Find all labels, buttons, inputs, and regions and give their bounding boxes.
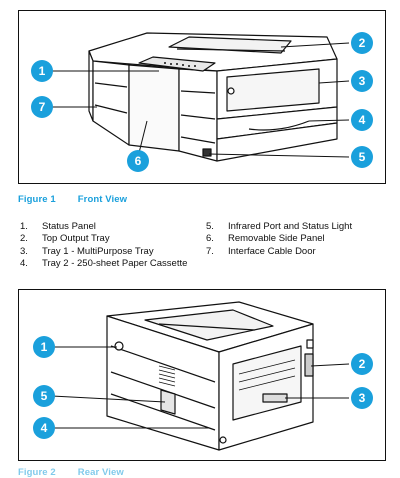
figure-2-label: Figure 2: [18, 467, 56, 478]
legend-item-text: Removable Side Panel: [228, 233, 325, 245]
legend-item-number: 3.: [20, 245, 28, 257]
legend-item-number: 5.: [206, 221, 214, 232]
legend-item-text: Infrared Port and Status Light: [228, 221, 353, 232]
rear-view-figure: 1 2 3 4 5: [18, 289, 386, 461]
front-callout-2: 2: [351, 32, 373, 54]
legend-list-left: 1. Status Panel 2. Top Output Tray 3. Tray …: [20, 221, 187, 270]
figure-1-caption: Figure 1 Front View: [18, 194, 127, 205]
figure-2-title: Rear View: [77, 467, 124, 478]
front-callout-7: 7: [31, 96, 53, 118]
legend-item: 3. Tray 1 - MultiPurpose Tray: [20, 246, 187, 258]
legend-item-text: Top Output Tray: [42, 233, 110, 245]
legend-item-text: Tray 1 - MultiPurpose Tray: [42, 245, 154, 257]
rear-callout-5: 5: [33, 385, 55, 407]
legend-item: 6. Removable Side Panel: [206, 233, 352, 245]
front-callout-1: 1: [31, 60, 53, 82]
legend-item: 4. Tray 2 - 250-sheet Paper Cassette: [20, 258, 187, 270]
legend-item: 2. Top Output Tray: [20, 233, 187, 245]
legend-item-text: Interface Cable Door: [228, 245, 316, 257]
legend-item-text: Tray 2 - 250-sheet Paper Cassette: [42, 257, 188, 269]
front-callout-5: 5: [351, 146, 373, 168]
legend-item-number: 7.: [206, 245, 214, 257]
figure-1-title: Front View: [77, 194, 128, 205]
legend-item-text: Status Panel: [42, 221, 96, 232]
legend-item: 7. Interface Cable Door: [206, 246, 352, 258]
front-callout-4: 4: [351, 109, 373, 131]
legend-item-number: 4.: [20, 257, 28, 269]
figure-2-caption: Figure 2 Rear View: [18, 467, 124, 478]
front-view-figure: 1 2 3 4 5 6 7: [18, 10, 386, 184]
legend-item-number: 2.: [20, 233, 28, 245]
legend-item: 5. Infrared Port and Status Light: [206, 221, 352, 233]
figure-1-label: Figure 1: [18, 194, 56, 205]
front-view-printer-drawing: [52, 32, 350, 162]
legend-list-right: 5. Infrared Port and Status Light 6. Remov…: [206, 221, 352, 258]
rear-callout-3: 3: [351, 387, 373, 409]
front-callout-6: 6: [127, 150, 149, 172]
rear-callout-1: 1: [33, 336, 55, 358]
legend-item-number: 6.: [206, 233, 214, 245]
rear-view-printer-drawing: [51, 301, 350, 451]
legend-item-number: 1.: [20, 221, 28, 232]
rear-callout-2: 2: [351, 353, 373, 375]
rear-callout-4: 4: [33, 417, 55, 439]
front-callout-3: 3: [351, 70, 373, 92]
legend-item: 1. Status Panel: [20, 221, 187, 233]
